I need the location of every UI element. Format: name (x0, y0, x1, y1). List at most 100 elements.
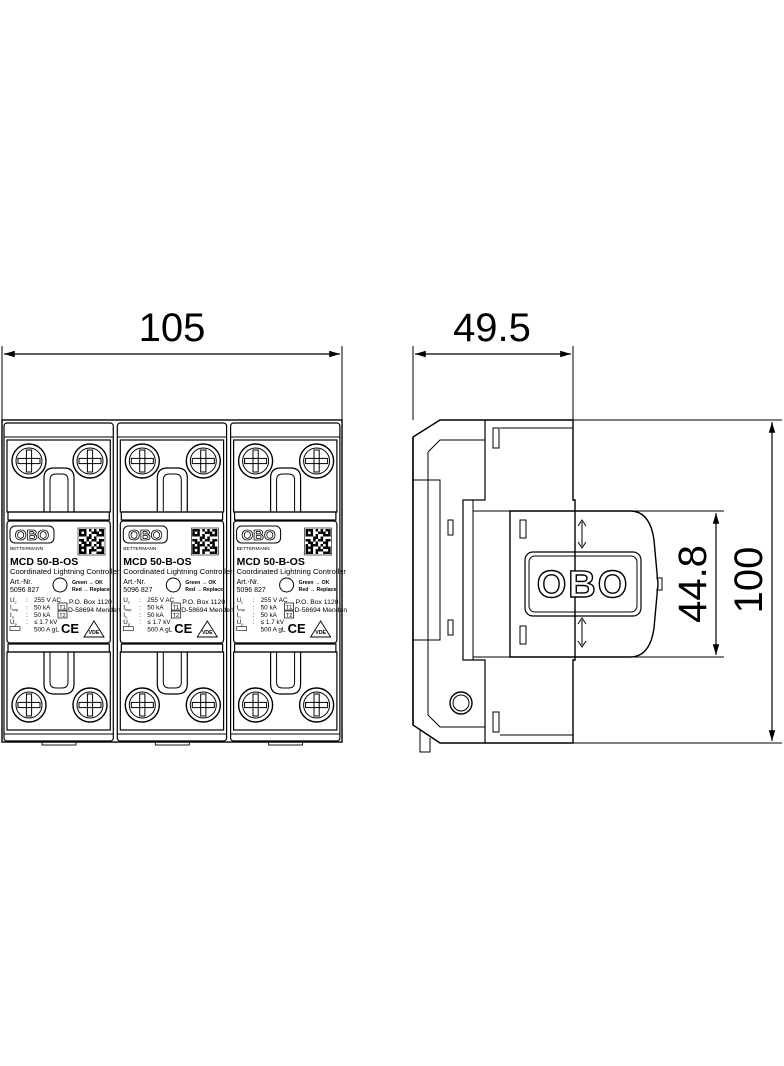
type2-badge (57, 610, 68, 619)
screw-icon (237, 443, 274, 479)
vde-text: VDE (202, 630, 213, 636)
screw-icon (124, 443, 161, 479)
address-line1: P.O. Box 1120 (182, 599, 225, 606)
fuse-icon (123, 626, 134, 631)
spec-value: 500 A gL (147, 627, 172, 634)
vent-slot (519, 625, 527, 645)
spec-value: 50 kA (261, 612, 278, 619)
status-green-text: Green → OK (185, 580, 216, 586)
side-logo-text: OBO (537, 564, 630, 606)
spec-symbol: In (10, 612, 14, 620)
screw-icon (124, 687, 161, 723)
vent-slot (447, 619, 454, 636)
vent-slot (519, 519, 527, 539)
ce-mark: CE (288, 621, 306, 636)
svg-text::: : (139, 612, 141, 619)
type2-text: T2 (173, 613, 179, 619)
dimension-depth-label: 49.5 (453, 306, 531, 350)
spec-value: ≤ 1.7 kV (261, 619, 285, 626)
address-line2: D-58694 Menden (181, 607, 234, 614)
label-panel (233, 520, 338, 644)
ce-mark: CE (61, 621, 79, 636)
art-nr-label: Art.-Nr. (10, 579, 32, 586)
din-rail-slot (413, 479, 441, 641)
bottom-terminal-block (6, 651, 111, 731)
spec-symbol: Uc (237, 597, 244, 605)
svg-text::: : (26, 619, 28, 626)
status-indicator-icon (279, 577, 295, 593)
svg-text::: : (26, 597, 28, 604)
status-red-text: Red → Replace (299, 587, 337, 593)
label-panel (6, 520, 111, 644)
spec-value: 255 V AC (261, 597, 288, 604)
vent-slot (447, 519, 454, 536)
address-line1: P.O. Box 1120 (69, 599, 112, 606)
svg-text::: : (139, 619, 141, 626)
type1-text: T1 (286, 605, 292, 611)
screw-icon (11, 687, 47, 723)
spec-value: 500 A gL (261, 627, 286, 634)
spec-value: 50 kA (261, 604, 278, 611)
obo-logo-text: OBO (242, 527, 277, 544)
obo-logo-text: OBO (128, 527, 163, 544)
type1-text: T1 (173, 605, 179, 611)
spec-value: 255 V AC (34, 597, 61, 604)
screw-icon (72, 687, 108, 723)
vde-triangle-icon (309, 620, 332, 638)
art-nr-label: Art.-Nr. (237, 579, 259, 586)
side-body-outline (412, 419, 576, 744)
dimension-label-height-label: 44.8 (671, 545, 715, 623)
model-description: Coordinated Lightning Controller (10, 567, 120, 576)
status-red-text: Red → Replace (185, 587, 223, 593)
svg-text::: : (26, 604, 28, 611)
screw-icon (298, 687, 335, 723)
cable-loop (43, 467, 75, 512)
spec-value: 255 V AC (147, 597, 174, 604)
cable-loop (270, 652, 302, 695)
art-nr-value: 5096 827 (237, 587, 266, 594)
type1-badge (57, 602, 68, 611)
type1-text: T1 (59, 605, 65, 611)
side-logo-box (524, 551, 642, 617)
cable-loop (156, 652, 188, 695)
obo-logo-icon (9, 525, 55, 544)
spec-symbol: Iimp (123, 604, 132, 612)
maker-text: BETTERMANN (237, 546, 271, 552)
svg-text::: : (253, 604, 255, 611)
qr-code-icon (304, 527, 332, 556)
spec-symbol: Iimp (10, 604, 19, 612)
fuse-icon (236, 626, 247, 631)
svg-text::: : (253, 597, 255, 604)
address-line2: D-58694 Menden (68, 607, 121, 614)
art-nr-value: 5096 827 (10, 587, 39, 594)
spec-value: 50 kA (147, 612, 164, 619)
spec-symbol: Uc (123, 597, 130, 605)
model-name: MCD 50-B-OS (123, 556, 191, 568)
qr-code-icon (191, 527, 219, 556)
screw-icon (237, 687, 274, 723)
dimension-depth: 49.5 (412, 306, 574, 420)
side-hole (449, 691, 473, 715)
spec-symbol: Iimp (237, 604, 246, 612)
spec-symbol: Uc (10, 597, 17, 605)
dimension-width: 105 (1, 306, 343, 420)
dimension-height-label: 100 (727, 547, 771, 614)
ce-mark: CE (174, 621, 192, 636)
spec-symbol: Up (10, 619, 18, 627)
type2-badge (170, 610, 181, 619)
svg-text::: : (139, 604, 141, 611)
spec-value: 500 A gL (34, 627, 59, 634)
vde-text: VDE (315, 630, 326, 636)
spec-symbol: Up (237, 619, 245, 627)
status-indicator-icon (165, 577, 181, 593)
fuse-icon (9, 626, 21, 631)
qr-code-icon (77, 527, 106, 556)
status-red-text: Red → Replace (72, 587, 110, 593)
screw-icon (11, 443, 47, 479)
svg-text::: : (253, 612, 255, 619)
din-clip-foot (268, 740, 304, 746)
